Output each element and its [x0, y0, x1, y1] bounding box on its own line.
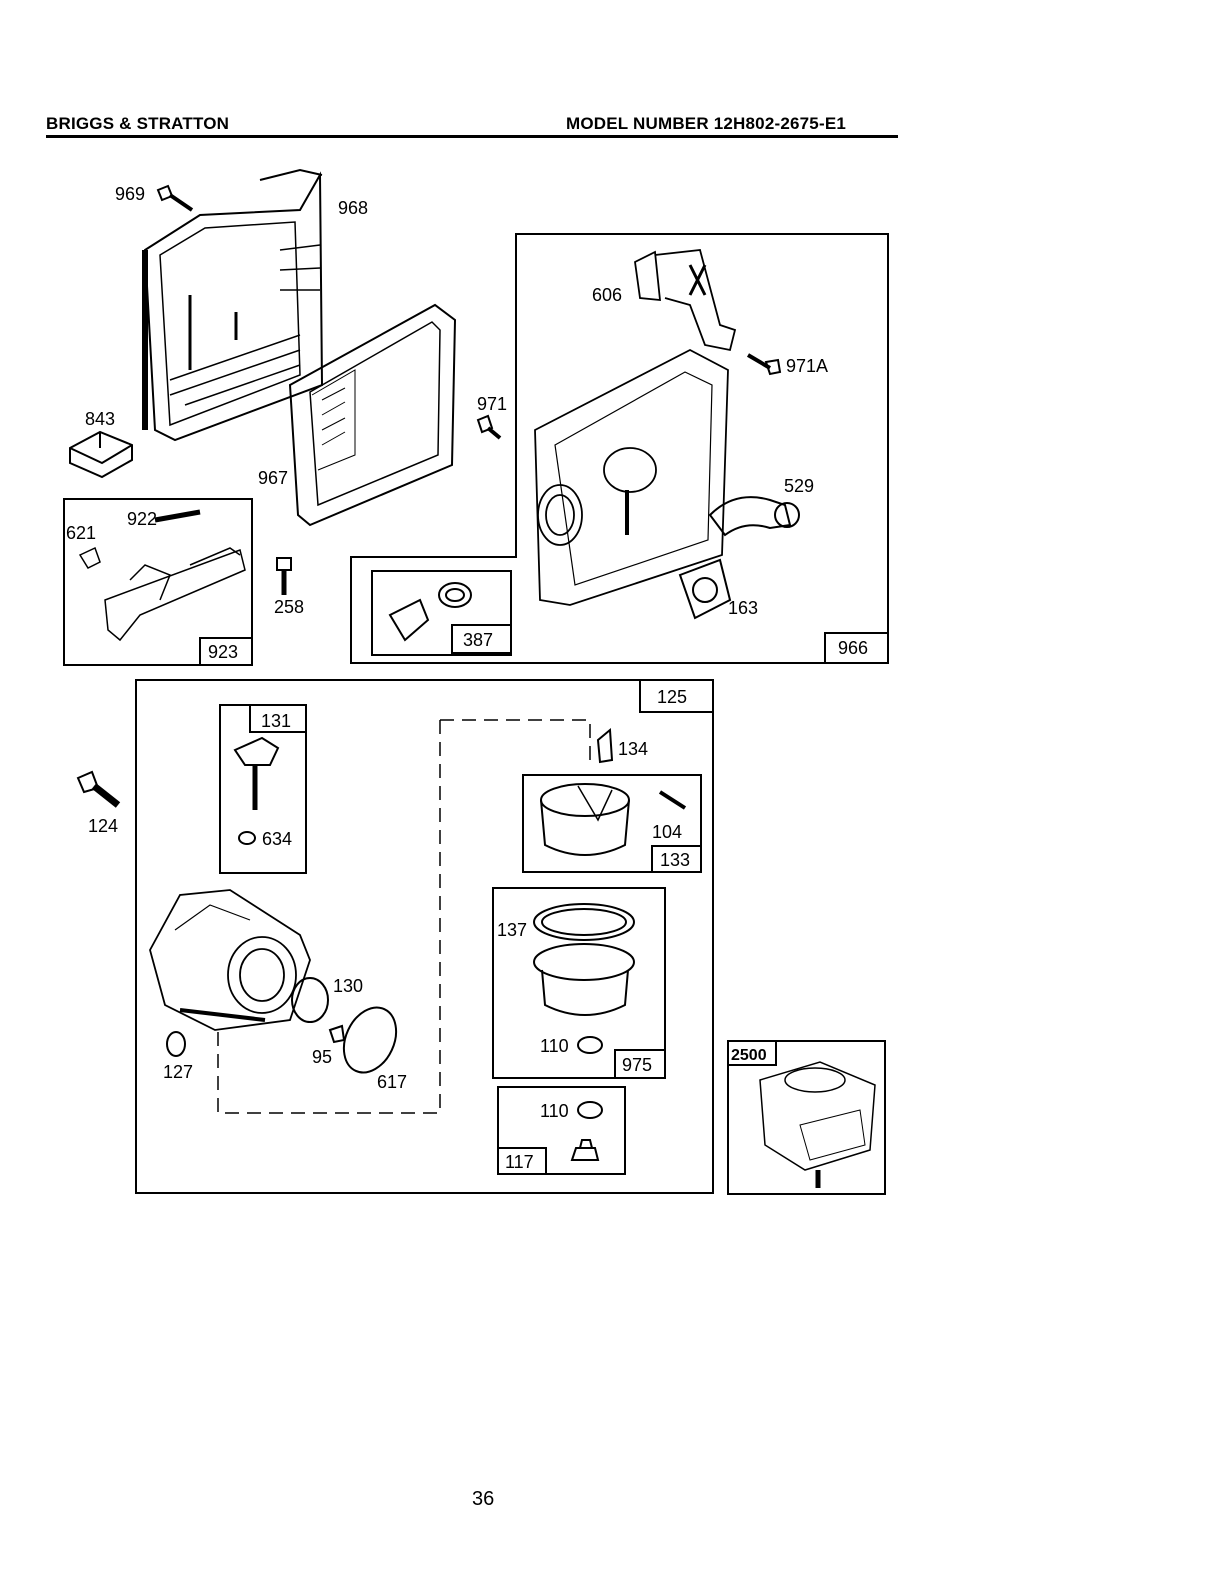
engine-2500-drawing — [760, 1062, 875, 1188]
part-label-529: 529 — [784, 476, 814, 496]
kit-label-2500: 2500 — [731, 1047, 767, 1064]
part-label-971: 971 — [477, 394, 507, 414]
carburetor-body-drawing — [150, 890, 310, 1030]
kit-label-923: 923 — [208, 642, 238, 662]
float-133-drawing — [541, 784, 685, 855]
fuel-filter-387-drawing — [390, 583, 471, 640]
leader-134 — [440, 720, 590, 760]
kit-label-125: 125 — [657, 687, 687, 707]
bolt-971-drawing — [478, 416, 500, 438]
kit-label-133: 133 — [660, 850, 690, 870]
bolt-971a-drawing — [748, 355, 780, 374]
air-cleaner-base-drawing — [145, 170, 322, 440]
part-label-971a: 971A — [786, 356, 828, 376]
part-label-110-nut: 110 — [540, 1101, 569, 1121]
oring-617-drawing — [334, 999, 406, 1081]
bolt-969-drawing — [158, 186, 192, 210]
part-label-634: 634 — [262, 829, 292, 849]
part-label-258: 258 — [274, 597, 304, 617]
kit-label-117: 117 — [505, 1152, 534, 1172]
part-label-95: 95 — [312, 1047, 332, 1067]
part-label-137: 137 — [497, 920, 527, 940]
part-label-606: 606 — [592, 285, 622, 305]
part-label-110-bowl: 110 — [540, 1036, 569, 1056]
kit-label-131: 131 — [261, 711, 291, 731]
part-label-124: 124 — [88, 816, 118, 836]
seal-127-drawing — [167, 1032, 185, 1056]
stud-124-drawing — [78, 772, 118, 805]
bowl-nut-117-drawing — [572, 1102, 602, 1160]
page-number: 36 — [472, 1488, 494, 1511]
float-bowl-975-drawing — [534, 904, 634, 1053]
part-label-163: 163 — [728, 598, 758, 618]
part-label-621: 621 — [66, 523, 96, 543]
part-label-617: 617 — [377, 1072, 407, 1092]
part-label-968: 968 — [338, 198, 368, 218]
part-label-104: 104 — [652, 822, 682, 842]
governor-linkage-drawing — [80, 512, 245, 640]
part-label-130: 130 — [333, 976, 363, 996]
bracket-606-drawing — [635, 250, 735, 350]
bolt-258-drawing — [277, 558, 291, 595]
needle-134-drawing — [598, 730, 612, 762]
kit-label-387: 387 — [463, 630, 493, 650]
kit-label-966: 966 — [838, 638, 868, 658]
part-label-127: 127 — [163, 1062, 193, 1082]
part-label-922: 922 — [127, 509, 157, 529]
foam-843-drawing — [70, 432, 132, 477]
air-cleaner-adapter-drawing — [535, 350, 728, 605]
part-label-134: 134 — [618, 739, 648, 759]
gasket-163-drawing — [680, 560, 730, 618]
air-filter-967-drawing — [290, 305, 455, 525]
part-label-969: 969 — [115, 184, 145, 204]
screw-95-drawing — [330, 1026, 344, 1042]
part-label-843: 843 — [85, 409, 115, 429]
kit-label-975: 975 — [622, 1055, 652, 1075]
part-label-967: 967 — [258, 468, 288, 488]
